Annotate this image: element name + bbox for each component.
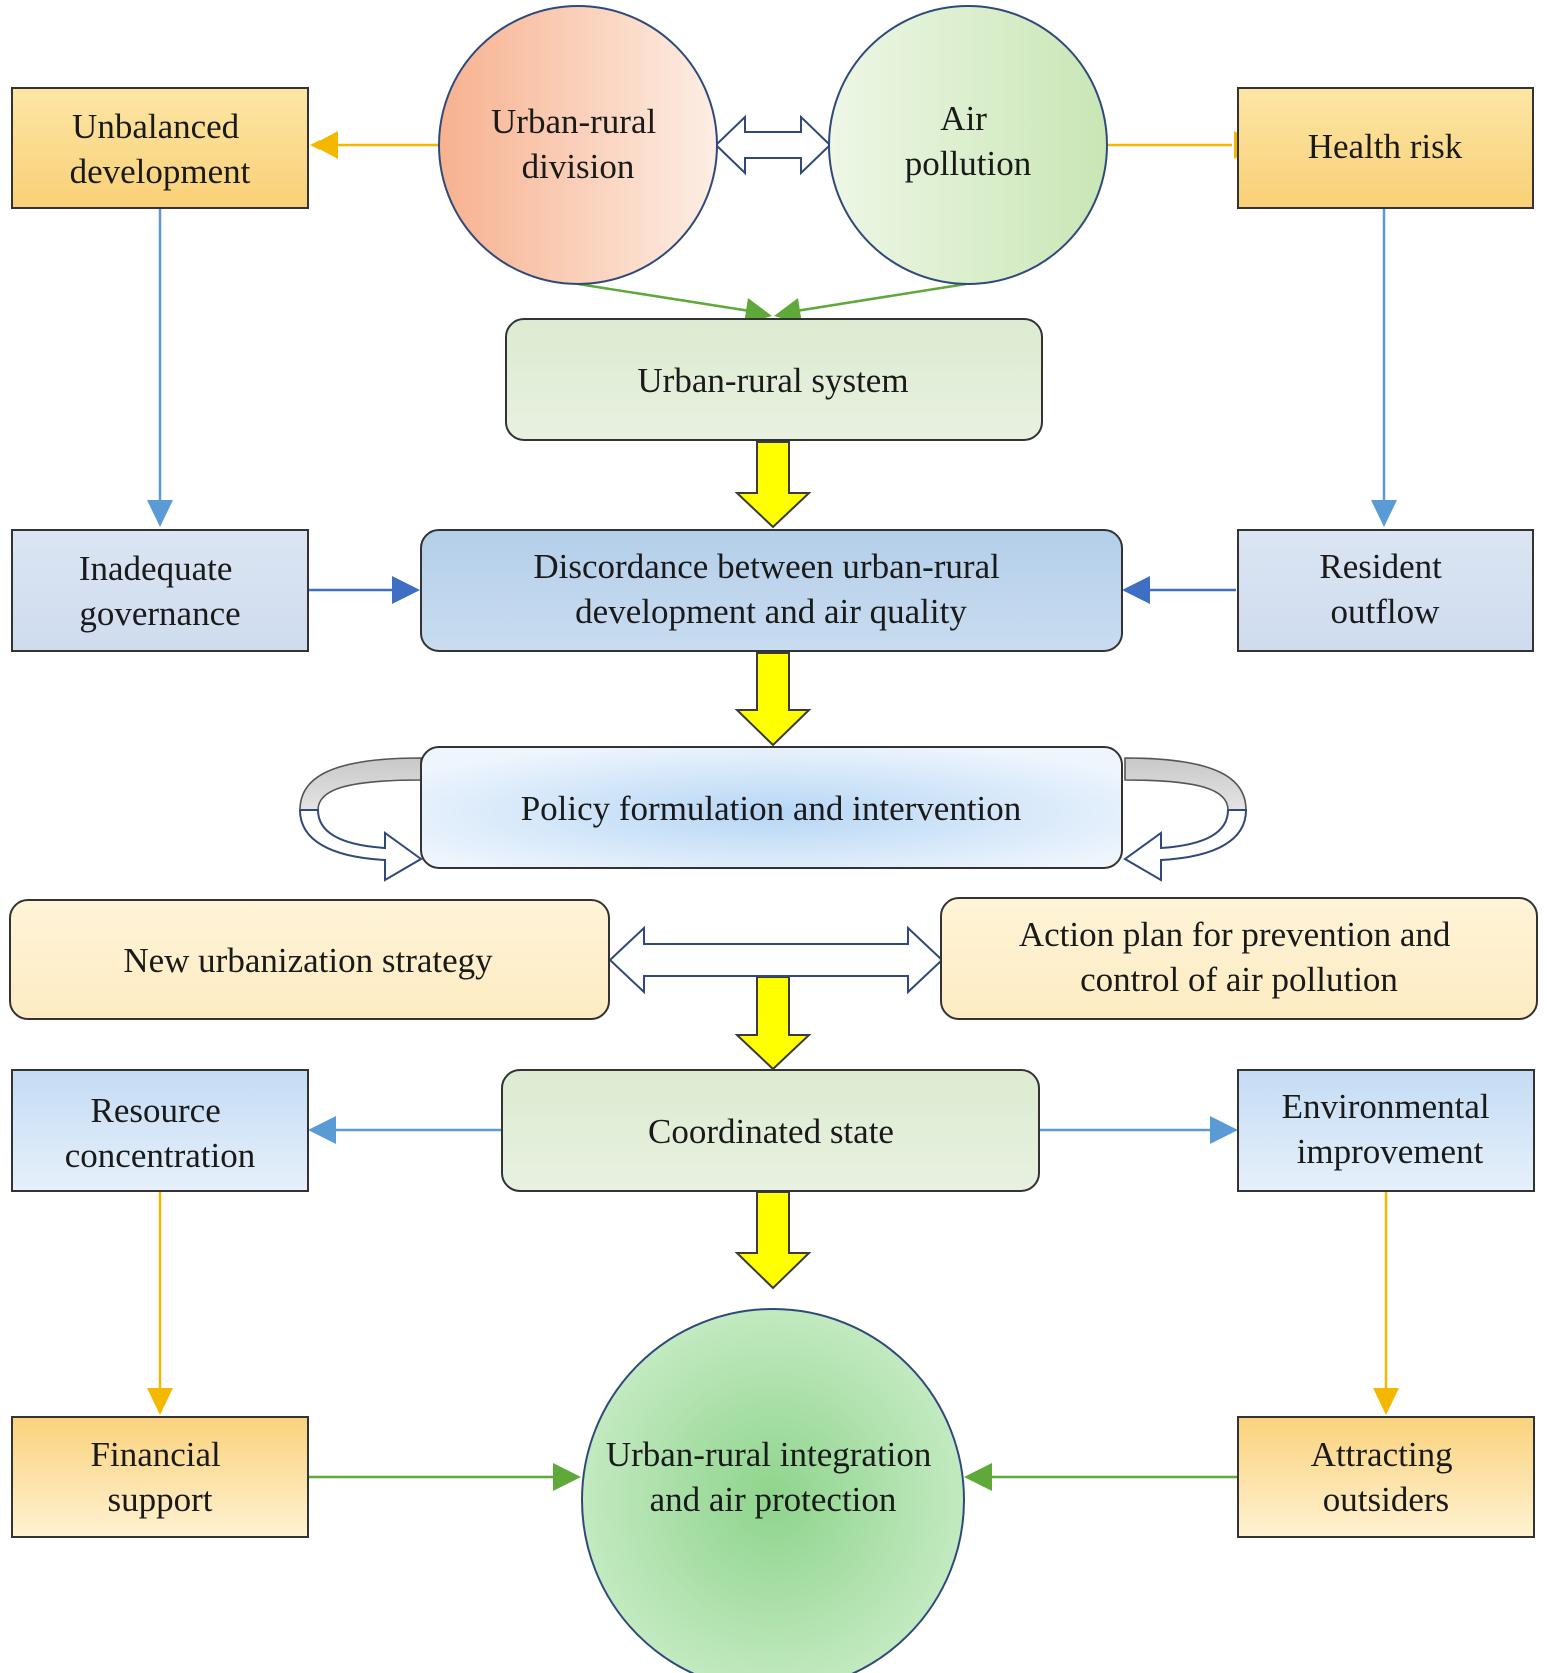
box-new-urbanization (9, 899, 610, 1020)
box-coordinated-state (501, 1069, 1040, 1192)
circle-urban-rural-integration (581, 1308, 965, 1673)
double-arrow-division-pollution (714, 114, 832, 176)
block-arrow-system-to-discord (734, 441, 812, 529)
block-arrow-strategies-to-coordinated (734, 976, 812, 1071)
box-discordance (420, 529, 1123, 652)
label-unbalanced-development: Unbalanced development (70, 107, 251, 191)
arrowhead-integration-right (964, 1463, 992, 1491)
label-policy-formulation: Policy formulation and intervention (521, 789, 1022, 828)
arrowhead-attracting (1373, 1388, 1399, 1415)
arrow-division-to-system (577, 282, 751, 313)
label-resident-outflow: Resident outflow (1319, 547, 1450, 631)
box-policy-formulation (420, 746, 1123, 869)
label-environmental-improvement: Environmental improvement (1282, 1087, 1499, 1171)
arrowhead-discord-right (1122, 576, 1150, 604)
box-environmental-improvement (1237, 1069, 1535, 1192)
label-health-risk: Health risk (1308, 127, 1463, 166)
box-health-risk (1237, 87, 1534, 209)
label-urban-rural-system: Urban-rural system (637, 361, 908, 400)
label-urban-rural-division: Urban-rural division (491, 102, 665, 186)
circle-air-pollution (828, 5, 1108, 285)
arrowhead-environmental (1210, 1116, 1238, 1144)
box-resident-outflow (1237, 529, 1534, 652)
feedback-arrow-left (298, 757, 423, 882)
block-arrow-coordinated-to-integration (734, 1191, 812, 1290)
label-resource-concentration: Resource concentration (65, 1091, 255, 1175)
label-attracting-outsiders: Attracting outsiders (1311, 1435, 1462, 1519)
arrowhead-unbalanced (312, 131, 338, 159)
arrowhead-outflow (1371, 500, 1397, 527)
box-resource-concentration (11, 1069, 309, 1192)
label-new-urbanization: New urbanization strategy (123, 941, 493, 980)
arrowhead-discord-left (392, 576, 420, 604)
arrowhead-financial (147, 1388, 173, 1415)
block-arrow-discord-to-policy (734, 652, 812, 747)
label-discordance: Discordance between urban-rural developm… (533, 547, 1008, 631)
label-financial-support: Financial support (91, 1435, 230, 1519)
arrowhead-integration-left (553, 1463, 581, 1491)
label-air-pollution: Air pollution (905, 99, 1031, 183)
box-action-plan (940, 897, 1538, 1020)
label-urban-rural-integration: Urban-rural integration and air protecti… (606, 1435, 940, 1519)
label-inadequate-governance: Inadequate governance (79, 549, 241, 633)
box-attracting-outsiders (1237, 1416, 1535, 1538)
arrow-pollution-to-system (795, 282, 967, 313)
arrowhead-system-right (774, 298, 802, 324)
label-coordinated-state: Coordinated state (648, 1112, 894, 1151)
box-financial-support (11, 1416, 309, 1538)
circle-urban-rural-division (438, 5, 718, 285)
arrowhead-resource (308, 1116, 336, 1144)
feedback-arrow-right (1123, 757, 1248, 882)
arrowhead-system-left (744, 298, 772, 324)
arrowhead-inadequate (147, 500, 173, 527)
label-action-plan: Action plan for prevention and control o… (1019, 915, 1459, 999)
box-inadequate-governance (11, 529, 309, 652)
box-urban-rural-system (505, 318, 1043, 441)
box-unbalanced-development (11, 87, 309, 209)
